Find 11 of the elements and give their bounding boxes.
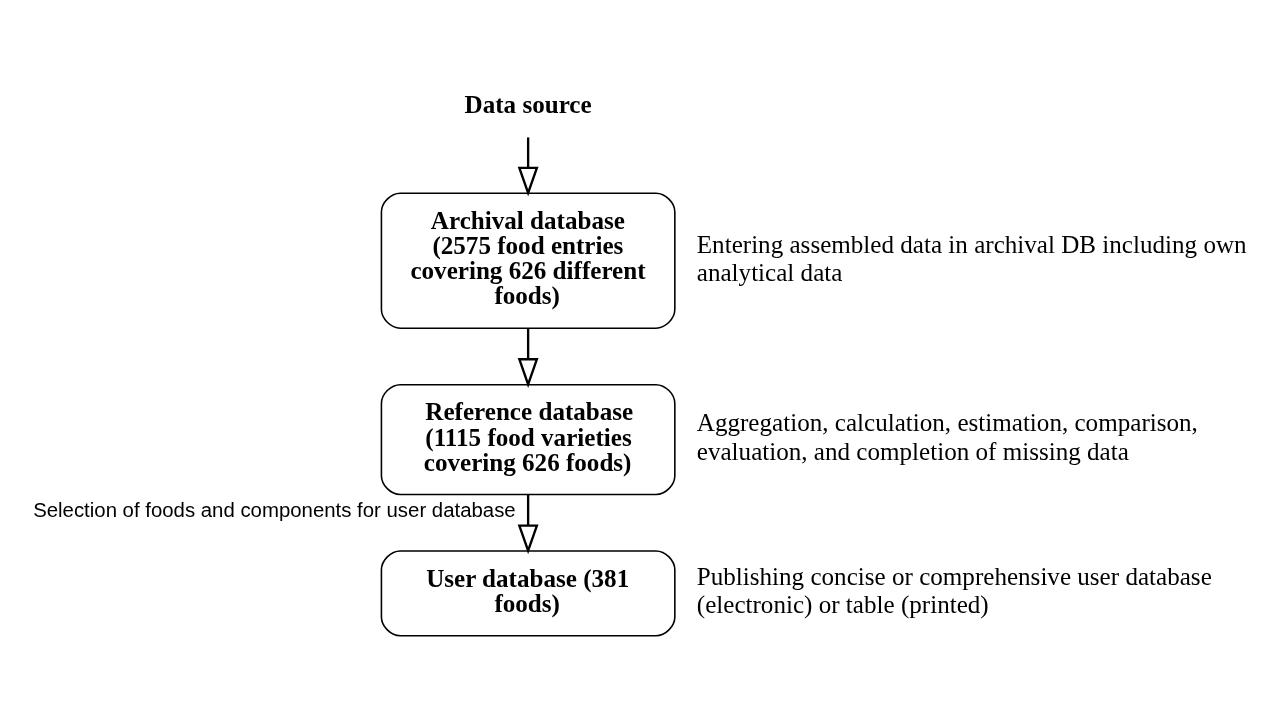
node-text: Data source [464,90,592,118]
node-label: Entering assembled data in archival DB including own analytical data [696,230,1247,286]
node-box: Archival database (2575 food entries covering 626 different foods) [380,191,676,329]
node-label: Publishing concise or comprehensive user database (electronic) or table (printed) [696,562,1212,618]
edge-label: Selection of foods and components for user database [33,498,516,521]
arrow [517,327,539,388]
node-label: Aggregation, calculation, estimation, comparison, evaluation, and completion of missing data [696,408,1198,465]
node-box: User database (381 foods) [380,549,676,636]
arrow [517,136,539,197]
arrow [517,494,539,554]
node-box: Reference database (1115 food varieties covering 626 foods) [380,383,676,495]
